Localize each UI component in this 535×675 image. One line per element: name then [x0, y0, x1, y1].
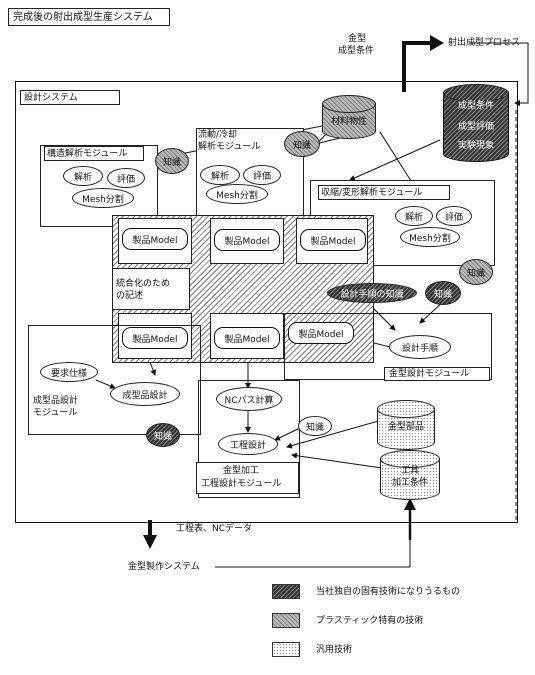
legend-label-unique: 当社独自の固有技術になりうるもの	[316, 587, 461, 597]
shrink-mesh-node: Mesh分割	[400, 227, 460, 247]
process-knowledge-node: 知識	[298, 416, 332, 436]
design-system-label-box: 設計システム	[20, 90, 120, 105]
page-title: 完成後の射出成型生産システム	[13, 12, 153, 23]
product-model-5: 製品Model	[214, 327, 280, 349]
mfg-system-label: 金型製作システム	[128, 562, 200, 572]
legend-swatch-general	[272, 642, 300, 657]
structural-evaluation-node: 評価	[107, 168, 145, 188]
mold-label: 金型	[348, 34, 367, 44]
process-label: 射出成型プロセス	[448, 38, 521, 48]
flow-knowledge-node: 知識	[284, 131, 320, 157]
process-design-node: 工程設計	[218, 433, 278, 455]
legend-swatch-unique	[272, 584, 300, 599]
shrink-module-title-box: 収縮/変形解析モジュール	[318, 185, 450, 200]
title-box: 完成後の射出成型生産システム	[8, 8, 170, 26]
material-cylinder: 材料物性	[322, 95, 376, 139]
shrink-analysis-node: 解析	[395, 206, 433, 226]
flow-mesh-node: Mesh分割	[206, 184, 268, 204]
mold-knowledge-node: 知識	[425, 281, 461, 305]
legend-swatch-plastic	[272, 613, 300, 628]
flow-evaluation-node: 評価	[243, 165, 281, 185]
product-model-4: 製品Model	[122, 327, 188, 349]
mold-process-module	[198, 380, 300, 498]
mold-conditions-label: 成型条件	[338, 46, 375, 56]
molded-design-node: 成型品設計	[110, 382, 180, 406]
nc-path-node: NCパス計算	[216, 387, 282, 411]
legend-label-plastic: プラスティック特有の技術	[316, 616, 424, 626]
requirements-node: 要求仕様	[40, 362, 98, 382]
integration-label-box: 統合化のため の記述	[112, 268, 190, 310]
molded-knowledge-node: 知識	[146, 423, 180, 447]
design-system-label: 設計システム	[24, 93, 78, 103]
mold-parts-cylinder: 金型部品	[377, 400, 435, 450]
conditions-cylinder: 成型条件 成型評価 実験現象	[443, 84, 509, 162]
design-procedure-node: 設計手順	[389, 335, 451, 359]
flow-analysis-node: 解析	[200, 165, 240, 185]
structural-knowledge-node: 知識	[155, 148, 189, 174]
structural-analysis-node: 解析	[63, 166, 103, 186]
output-label: 工程表、NCデータ	[176, 524, 253, 534]
product-model-6: 製品Model	[288, 322, 354, 344]
shrink-evaluation-node: 評価	[436, 206, 472, 226]
design-knowledge-node: 設計手順の知識	[327, 283, 417, 303]
tools-cylinder: 工具 加工条件	[380, 450, 440, 500]
product-model-1: 製品Model	[122, 228, 188, 250]
structural-mesh-node: Mesh分割	[72, 188, 134, 208]
structural-module-title-box: 構造解析モジュール	[44, 146, 144, 161]
legend-label-general: 汎用技術	[316, 645, 353, 655]
shrink-knowledge-node: 知識	[459, 259, 493, 285]
mold-process-title-box: 金型加工 工程設計モジュール	[196, 462, 299, 494]
design-system-frame	[15, 81, 518, 523]
product-model-3: 製品Model	[300, 229, 366, 251]
output-arrow	[402, 41, 432, 92]
product-model-2: 製品Model	[214, 229, 280, 251]
mold-design-title-box: 金型設計モジュール	[384, 367, 490, 381]
